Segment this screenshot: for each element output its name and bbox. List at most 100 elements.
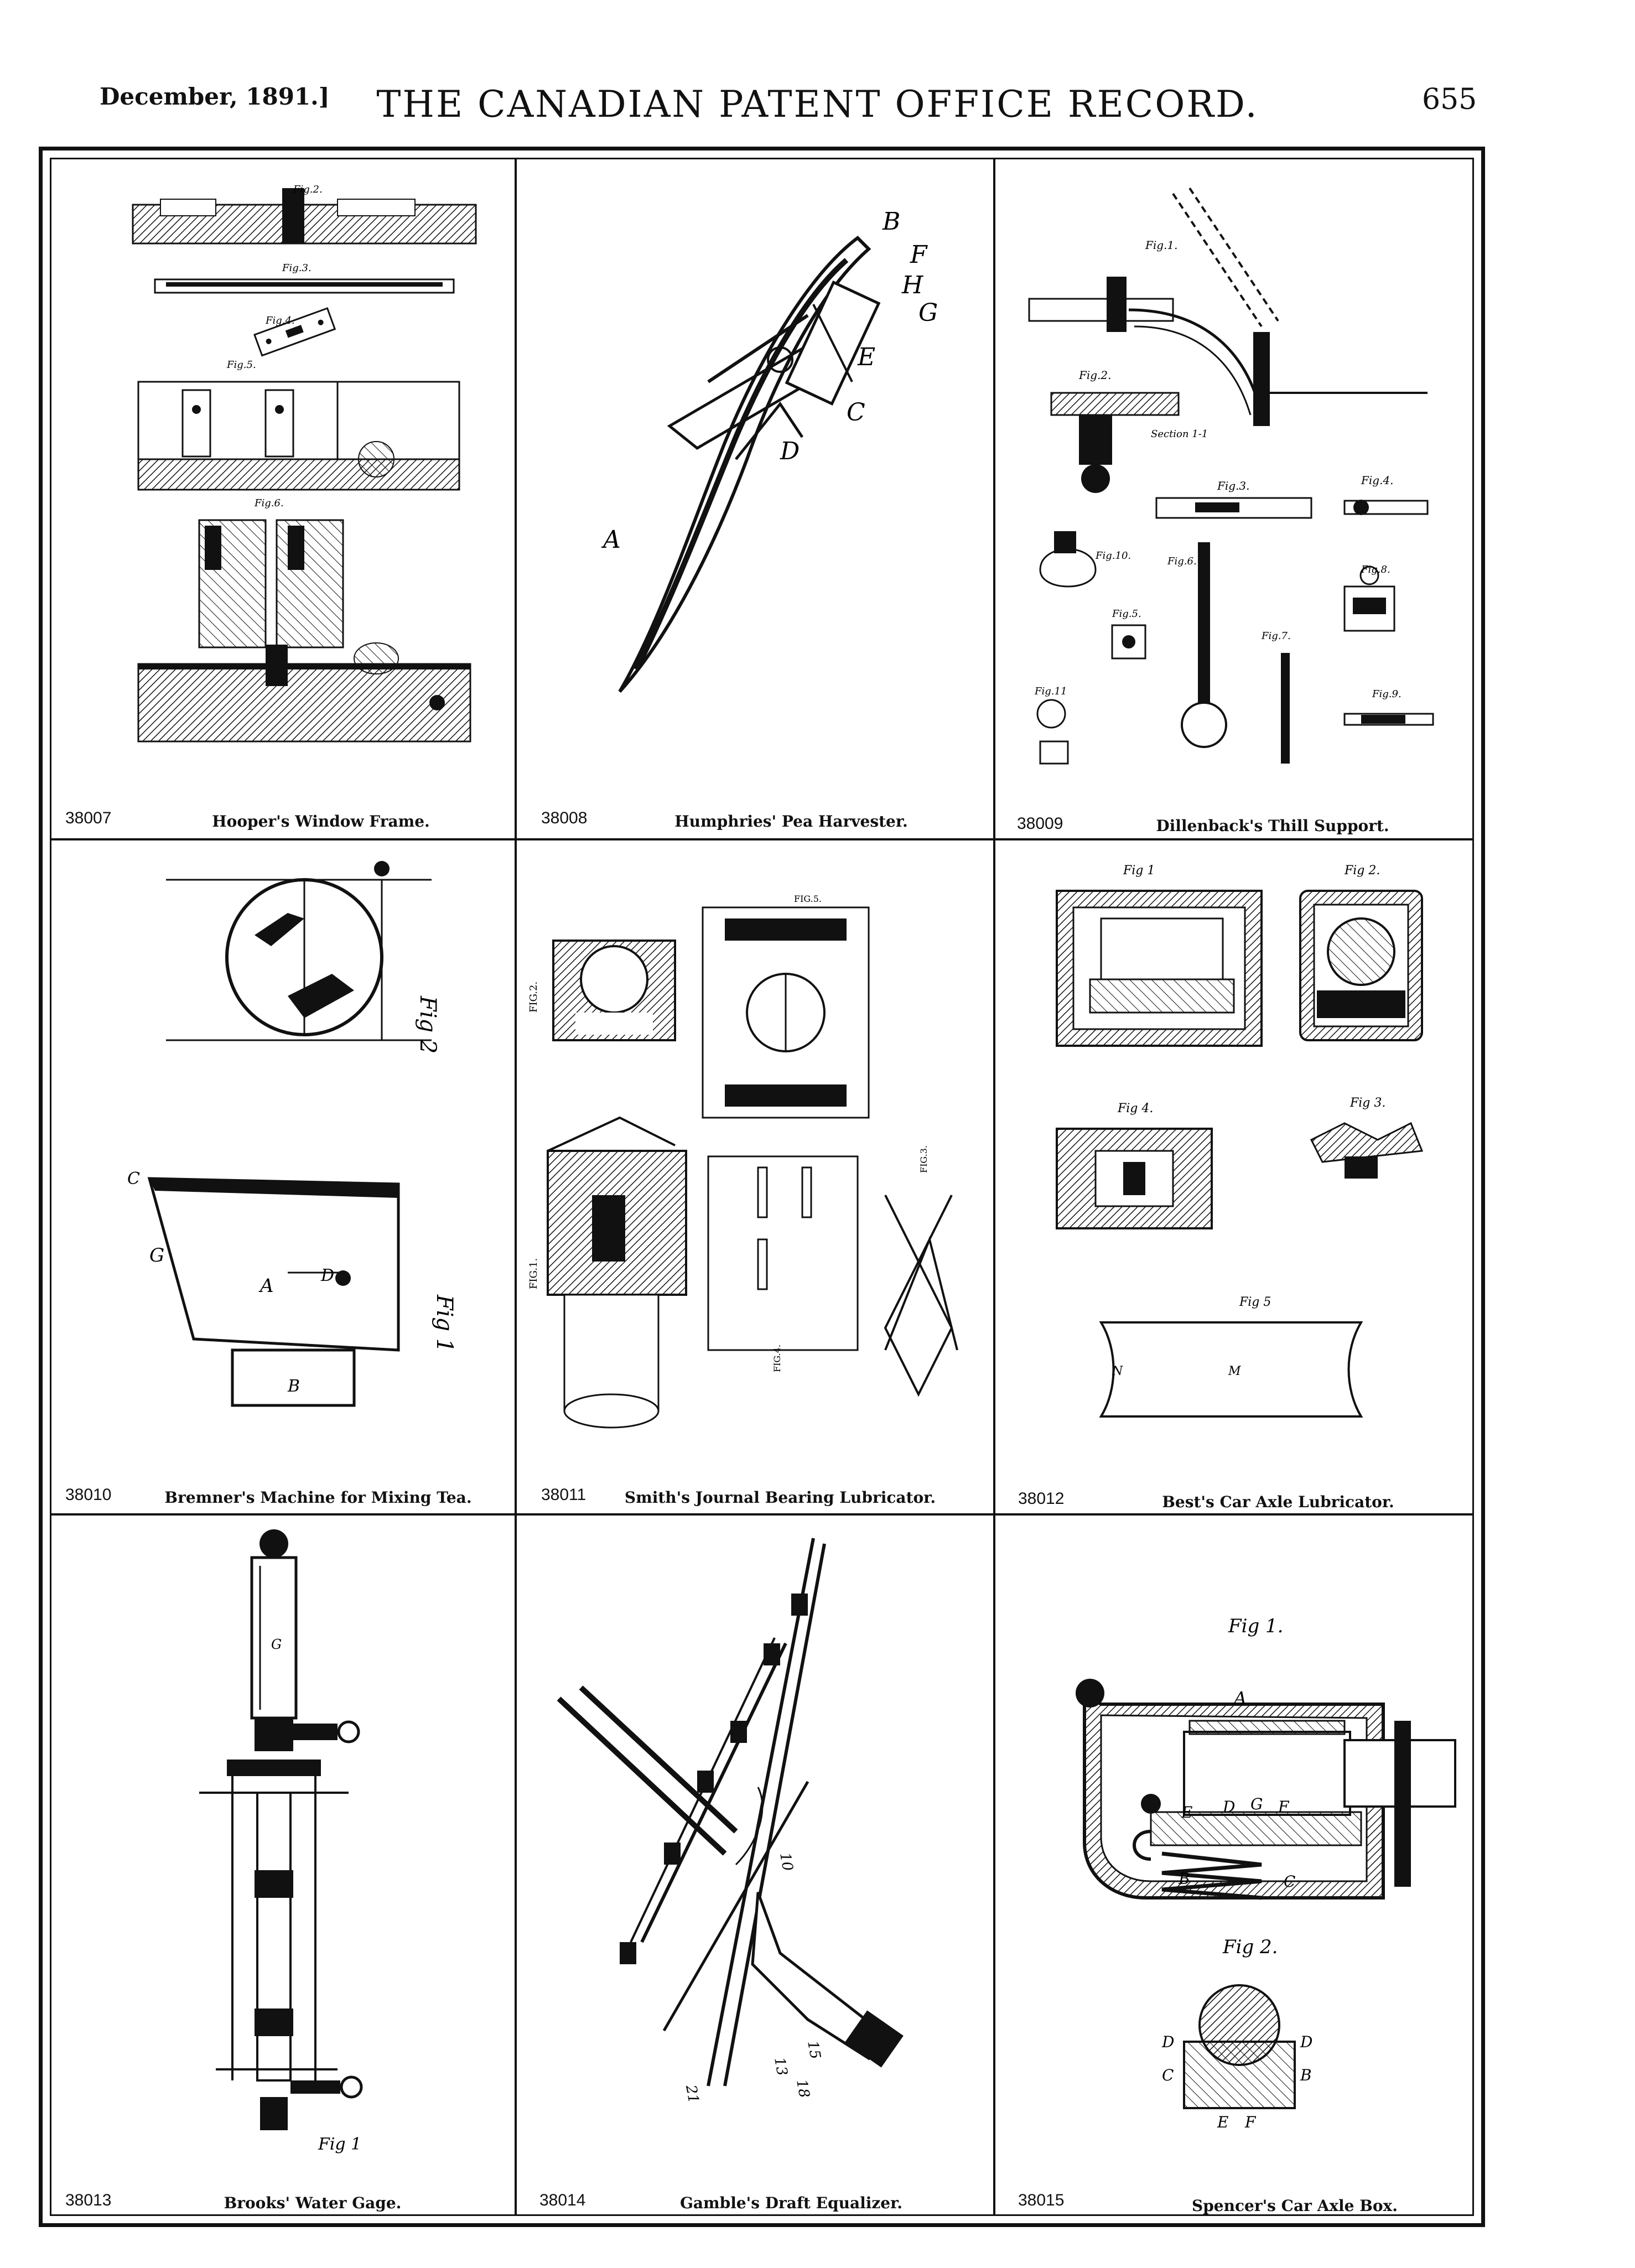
brooks-water-gage-drawing: G Fig 1	[183, 1527, 437, 2163]
part-label: E	[1181, 1803, 1192, 1821]
part-label: C	[847, 398, 865, 427]
header-page-number: 655	[1422, 83, 1477, 116]
patent-number: 38011	[541, 1486, 586, 1504]
spencer-car-axle-box-drawing: Fig 1. A E D G F B C Fig 2. D D C B	[1051, 1615, 1461, 2169]
patent-number: 38008	[541, 809, 588, 827]
part-label: E	[1217, 2113, 1228, 2131]
part-label: D	[1300, 2033, 1312, 2051]
fig-label: Fig.6.	[254, 497, 284, 509]
fig-label: Fig 1	[1123, 864, 1155, 878]
part-label: D	[320, 1266, 334, 1285]
smith-journal-bearing-lubricator-drawing: FIG.2. FIG.5. FIG.1. FIG.4. FIG.3.	[528, 885, 985, 1450]
bremner-tea-mixing-machine-drawing: Fig 2 Fig 1 A G C D B	[122, 852, 476, 1428]
part-label: D	[1161, 2033, 1174, 2051]
hooper-window-frame-drawing: Fig.2. Fig.3. Fig.4. Fig.5. Fig.6.	[127, 177, 481, 764]
part-label: B	[1178, 1870, 1190, 1888]
best-car-axle-lubricator-drawing: Fig 1 Fig 2. Fig 4. Fig 3. Fig 5 M N	[1035, 863, 1455, 1444]
part-label: 15	[804, 2039, 823, 2061]
fig-label: Fig 2.	[1222, 1936, 1278, 1958]
part-label: F	[1278, 1798, 1290, 1816]
part-label: D	[1222, 1798, 1235, 1816]
patent-number: 38012	[1018, 1489, 1065, 1508]
header-title: THE CANADIAN PATENT OFFICE RECORD.	[376, 83, 1259, 126]
patent-number: 38015	[1018, 2191, 1065, 2209]
part-label: F	[1244, 2113, 1257, 2131]
fig-label: Fig.8.	[1361, 564, 1390, 575]
part-label: G	[149, 1244, 164, 1267]
patent-caption: Smith's Journal Bearing Lubricator.	[624, 1488, 936, 1507]
patent-number: 38014	[539, 2191, 586, 2209]
patent-number: 38013	[65, 2191, 112, 2209]
part-label: 21	[682, 2083, 702, 2105]
fig-label: Fig.5.	[226, 359, 256, 371]
gamble-draft-equalizer-drawing: 10 13 15 18 21	[548, 1533, 957, 2152]
fig-label: Section 1-1	[1151, 428, 1208, 440]
patent-caption: Bremner's Machine for Mixing Tea.	[164, 1488, 472, 1507]
patent-caption: Gamble's Draft Equalizer.	[679, 2194, 903, 2212]
fig-label: Fig.4.	[265, 315, 295, 326]
part-label: N	[1112, 1364, 1123, 1378]
fig-label: FIG.3.	[918, 1145, 929, 1173]
fig-label: Fig.3.	[1217, 479, 1250, 492]
part-label: B	[882, 207, 900, 236]
column-divider	[993, 158, 995, 2216]
fig-label: Fig 4.	[1117, 1102, 1153, 1115]
fig-label: Fig.7.	[1261, 630, 1291, 642]
part-label: 10	[776, 1851, 796, 1872]
fig-label: Fig 2.	[1344, 864, 1380, 878]
part-label: H	[901, 271, 924, 299]
part-label: G	[271, 1637, 282, 1652]
part-label: A	[258, 1275, 274, 1297]
row-divider	[50, 838, 1474, 840]
fig-label: Fig.6.	[1167, 556, 1197, 567]
part-label: 18	[793, 2078, 812, 2099]
humphries-pea-harvester-drawing: B F H G E C D A	[570, 205, 957, 736]
patent-caption: Brooks' Water Gage.	[224, 2194, 402, 2212]
column-divider	[515, 158, 517, 2216]
patent-number: 38007	[65, 809, 112, 827]
part-label: A	[1232, 1688, 1247, 1709]
fig-label: Fig 2	[415, 995, 440, 1053]
part-label: G	[918, 299, 938, 327]
inner-border	[50, 158, 1474, 2216]
part-label: B	[1300, 2066, 1312, 2084]
patent-caption: Hooper's Window Frame.	[212, 812, 430, 831]
fig-label: Fig.10.	[1095, 550, 1131, 562]
fig-label: Fig.2.	[293, 184, 323, 195]
part-label: C	[1284, 1872, 1295, 1891]
part-label: E	[857, 343, 875, 371]
fig-label: Fig 1.	[1228, 1615, 1283, 1637]
fig-label: Fig 5	[1239, 1295, 1271, 1309]
part-label: A	[601, 526, 621, 554]
patent-caption: Dillenback's Thill Support.	[1156, 817, 1389, 835]
part-label: B	[287, 1377, 300, 1396]
fig-label: FIG.5.	[794, 894, 822, 904]
part-label: C	[127, 1169, 140, 1189]
header-date: December, 1891.]	[100, 83, 330, 110]
patent-caption: Humphries' Pea Harvester.	[674, 812, 908, 831]
patent-number: 38009	[1017, 814, 1063, 833]
fig-label: Fig.1.	[1145, 238, 1178, 252]
part-label: 13	[771, 2056, 790, 2077]
patent-caption: Best's Car Axle Lubricator.	[1162, 1493, 1394, 1511]
fig-label: Fig.3.	[282, 262, 312, 274]
patent-caption: Spencer's Car Axle Box.	[1192, 2197, 1398, 2215]
fig-label: Fig.4.	[1361, 474, 1394, 487]
outer-border	[39, 147, 1485, 2227]
patent-number: 38010	[65, 1486, 112, 1504]
part-label: M	[1228, 1364, 1241, 1378]
part-label: F	[910, 241, 928, 269]
fig-label: Fig.9.	[1372, 688, 1402, 700]
fig-label: FIG.2.	[528, 982, 539, 1013]
row-divider	[50, 1513, 1474, 1516]
part-label: C	[1162, 2066, 1174, 2084]
fig-label: Fig 1	[318, 2135, 361, 2154]
fig-label: Fig 1	[432, 1294, 457, 1352]
fig-label: Fig.5.	[1112, 608, 1141, 620]
dillenback-thill-support-drawing: Fig.1. Fig.2. Section 1-1 Fig.3. Fig.4. …	[1028, 183, 1461, 780]
fig-label: FIG.4.	[772, 1345, 782, 1372]
fig-label: FIG.1.	[528, 1258, 539, 1289]
fig-label: Fig 3.	[1349, 1096, 1385, 1110]
fig-label: Fig.2.	[1078, 369, 1112, 382]
part-label: G	[1250, 1795, 1263, 1813]
